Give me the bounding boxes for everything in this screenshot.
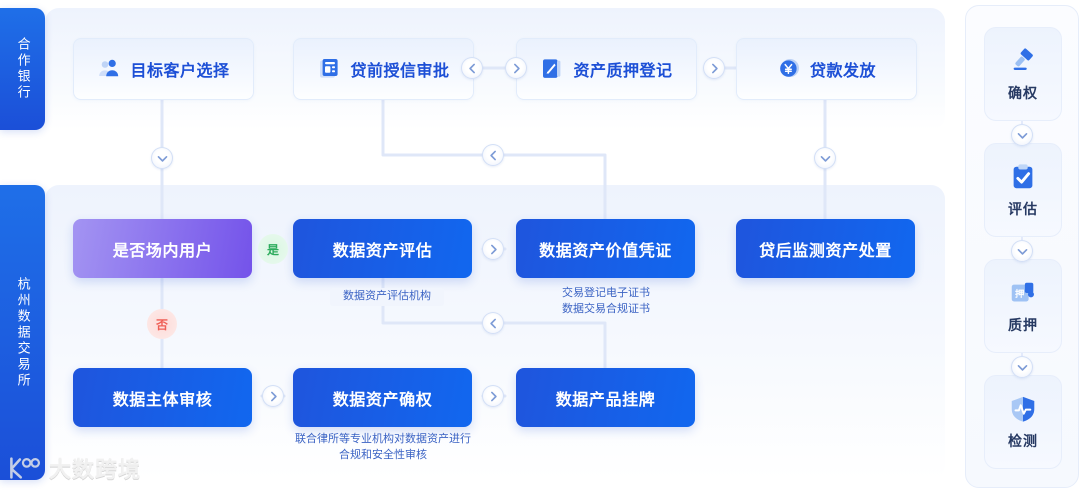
side-arrow-down-2 bbox=[1011, 240, 1033, 262]
pledge-icon: 押 bbox=[1011, 282, 1034, 301]
side-card-label: 确权 bbox=[1008, 84, 1038, 101]
node-label: 数据资产评估 bbox=[332, 242, 433, 260]
side-card-label: 检测 bbox=[1008, 432, 1038, 449]
node-is-onsite-user[interactable]: 是否场内用户 bbox=[73, 219, 252, 278]
node-pre-loan-credit-approval[interactable]: 贷前授信审批 bbox=[293, 38, 474, 100]
caption-legal-review: 联合律所等专业机构对数据资产进行 合规和安全性审核 bbox=[295, 433, 471, 461]
node-data-asset-ownership-confirmation[interactable]: 数据资产确权 bbox=[293, 368, 472, 427]
arrow-left-chip-top bbox=[461, 57, 483, 79]
node-post-loan-monitoring-disposal[interactable]: 贷后监测资产处置 bbox=[736, 219, 915, 278]
arrow-down-chip-loan bbox=[814, 147, 836, 169]
side-card-assessment[interactable]: 评估 bbox=[984, 143, 1062, 237]
arrow-right-chip-bottom-1 bbox=[262, 385, 284, 407]
node-label: 数据资产价值凭证 bbox=[539, 242, 672, 260]
badge-no: 否 bbox=[147, 309, 177, 339]
node-label: 贷前授信审批 bbox=[350, 63, 450, 80]
pledge-register-icon bbox=[543, 59, 561, 78]
lane-tab-exchange[interactable]: 杭州数据交易所 bbox=[0, 185, 45, 480]
side-arrow-down-1 bbox=[1011, 124, 1033, 146]
side-card-label: 质押 bbox=[1008, 316, 1038, 333]
lane-tab-bank-label: 合作银行 bbox=[15, 37, 31, 101]
node-label: 贷款发放 bbox=[809, 63, 876, 80]
side-card-label: 评估 bbox=[1008, 200, 1038, 217]
node-target-customer-selection[interactable]: 目标客户选择 bbox=[73, 38, 254, 100]
badge-yes-label: 是 bbox=[266, 242, 279, 257]
side-card-pledge[interactable]: 押 质押 bbox=[984, 259, 1062, 353]
side-card-ownership[interactable]: 确权 bbox=[984, 27, 1062, 121]
arrow-right-chip-bottom-2 bbox=[482, 385, 504, 407]
side-arrow-down-3 bbox=[1011, 356, 1033, 378]
badge-yes: 是 bbox=[258, 234, 288, 264]
clipboard-check-icon bbox=[1013, 163, 1033, 188]
watermark-text: 大数跨境 bbox=[49, 457, 142, 482]
arrow-right-chip-top-1 bbox=[505, 57, 527, 79]
shield-pulse-icon bbox=[1011, 396, 1035, 422]
node-data-asset-assessment[interactable]: 数据资产评估 bbox=[293, 219, 472, 278]
caption-assessment-org: 数据资产评估机构 bbox=[330, 288, 444, 306]
arrow-left-chip-assessment-to-listing bbox=[482, 312, 504, 334]
node-data-subject-review[interactable]: 数据主体审核 bbox=[73, 368, 252, 427]
node-label: 贷后监测资产处置 bbox=[759, 242, 892, 260]
yen-coin-icon bbox=[780, 59, 799, 77]
credit-approval-icon bbox=[320, 59, 339, 78]
node-label: 是否场内用户 bbox=[112, 242, 213, 260]
caption-certificates: 交易登记电子证书 数据交易合规证书 bbox=[562, 287, 650, 315]
users-icon bbox=[99, 59, 119, 77]
node-label: 目标客户选择 bbox=[130, 63, 230, 80]
gavel-icon bbox=[1013, 48, 1033, 70]
lane-tab-bank[interactable]: 合作银行 bbox=[0, 8, 45, 130]
node-label: 数据主体审核 bbox=[112, 391, 213, 409]
svg-text:押: 押 bbox=[1015, 287, 1024, 298]
badge-no-label: 否 bbox=[155, 317, 168, 332]
k100-logo-icon bbox=[10, 457, 41, 479]
node-data-product-listing[interactable]: 数据产品挂牌 bbox=[516, 368, 695, 427]
right-stage-panel: 确权 评估 押 质押 检测 bbox=[965, 5, 1079, 488]
node-asset-pledge-registration[interactable]: 资产质押登记 bbox=[516, 38, 697, 100]
side-card-detection[interactable]: 检测 bbox=[984, 375, 1062, 469]
arrow-right-chip-top-2 bbox=[703, 57, 725, 79]
arrow-left-chip-credit-to-voucher bbox=[482, 144, 504, 166]
arrow-right-chip-mid-1 bbox=[482, 238, 504, 260]
node-label: 数据资产确权 bbox=[332, 391, 433, 409]
arrow-down-chip-customer bbox=[151, 147, 173, 169]
watermark: 大数跨境 bbox=[8, 452, 141, 484]
lane-tab-exchange-label: 杭州数据交易所 bbox=[15, 276, 31, 389]
node-label: 数据产品挂牌 bbox=[555, 391, 656, 409]
node-loan-disbursement[interactable]: 贷款发放 bbox=[736, 38, 917, 100]
node-label: 资产质押登记 bbox=[573, 63, 673, 80]
node-data-asset-value-voucher[interactable]: 数据资产价值凭证 bbox=[516, 219, 695, 278]
